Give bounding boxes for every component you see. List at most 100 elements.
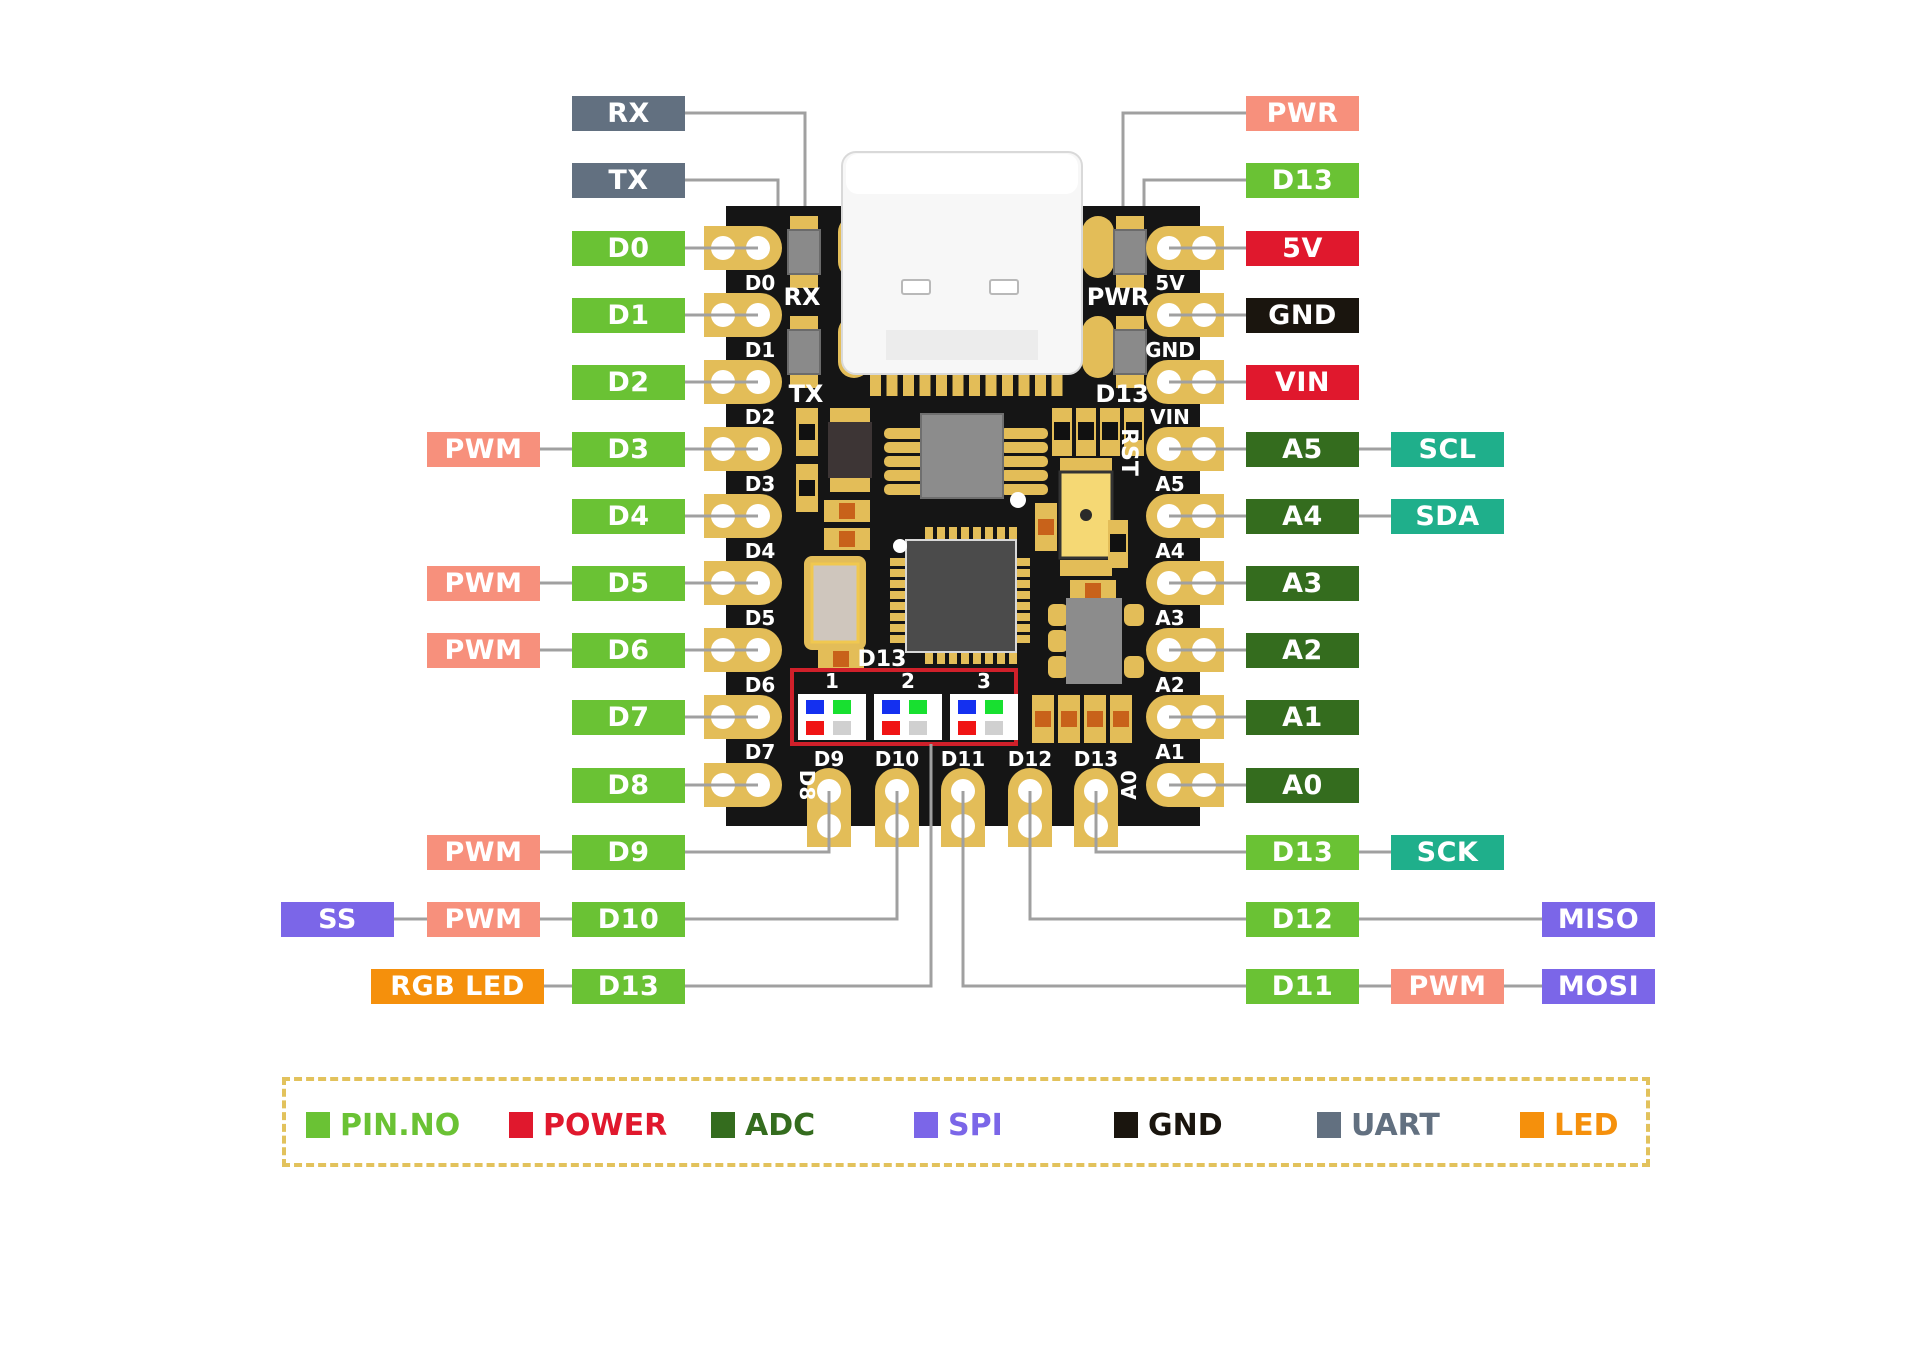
leader-line-d13-sck bbox=[1094, 791, 1246, 854]
legend-item-power: POWER bbox=[509, 1107, 667, 1143]
usb-mount-pad bbox=[1082, 216, 1114, 278]
silkscreen-text: A1 bbox=[1155, 740, 1184, 764]
mcu-pad bbox=[985, 527, 993, 543]
usb-hole bbox=[989, 279, 1019, 295]
pin-label-tx-uart: TX bbox=[572, 163, 685, 198]
rgb-led-red bbox=[882, 721, 900, 735]
capacitor bbox=[1113, 711, 1129, 727]
mcu-pad bbox=[925, 527, 933, 543]
d13-led-small bbox=[1113, 329, 1147, 375]
silkscreen-text: A2 bbox=[1155, 673, 1184, 697]
silkscreen-text: D4 bbox=[745, 539, 776, 563]
pin-label-a5-i2c: SCL bbox=[1391, 432, 1504, 467]
pin-label-a3-adc: A3 bbox=[1246, 566, 1359, 601]
legend-swatch bbox=[914, 1112, 938, 1138]
silkscreen-text: D7 bbox=[745, 740, 776, 764]
rgb-led-white bbox=[985, 721, 1003, 735]
capacitor bbox=[1038, 519, 1054, 535]
pin-label-d2-pin-no: D2 bbox=[572, 365, 685, 400]
pin-label-d0-pin-no: D0 bbox=[572, 231, 685, 266]
mcu-pad bbox=[997, 527, 1005, 543]
rgb-led-green bbox=[985, 700, 1003, 714]
mcu-pad bbox=[1014, 580, 1030, 588]
pin-label-d6-pwm: PWM bbox=[427, 633, 540, 668]
board bbox=[704, 151, 1224, 847]
leader-line-pwr bbox=[1121, 111, 1246, 250]
rgb-led-white bbox=[833, 721, 851, 735]
pin-label-d5-pin-no: D5 bbox=[572, 566, 685, 601]
silkscreen-text: D2 bbox=[745, 405, 776, 429]
rgb-led-red bbox=[806, 721, 824, 735]
legend-swatch bbox=[306, 1112, 330, 1138]
mcu-pad bbox=[1014, 602, 1030, 610]
legend-item-led: LED bbox=[1520, 1107, 1619, 1143]
leader-line-d9 bbox=[685, 791, 831, 854]
capacitor bbox=[1087, 711, 1103, 727]
usb-mount-pad bbox=[1082, 316, 1114, 378]
pin-label-d11-pwm: PWM bbox=[1391, 969, 1504, 1004]
pin-label-d4-pin-no: D4 bbox=[572, 499, 685, 534]
usb-hole bbox=[901, 279, 931, 295]
silkscreen-text: 3 bbox=[977, 669, 991, 693]
pin-label-gnd-gnd: GND bbox=[1246, 298, 1359, 333]
mcu-pad bbox=[1009, 648, 1017, 664]
silkscreen-text: GND bbox=[1145, 338, 1195, 362]
resistor-body bbox=[1054, 422, 1070, 440]
mcu-pad bbox=[1014, 558, 1030, 566]
silkscreen-text: D6 bbox=[745, 673, 776, 697]
sot-pad bbox=[1048, 656, 1068, 678]
silkscreen-text: D0 bbox=[745, 271, 776, 295]
mcu-pad bbox=[997, 648, 1005, 664]
legend-label: GND bbox=[1148, 1107, 1223, 1143]
silkscreen-text: D11 bbox=[941, 747, 985, 771]
mcu-pad bbox=[973, 648, 981, 664]
legend-swatch bbox=[711, 1112, 735, 1138]
mcu-pad bbox=[949, 648, 957, 664]
legend-swatch bbox=[1317, 1112, 1341, 1138]
silkscreen-text: D13 bbox=[1074, 747, 1118, 771]
pin-label-d9-pin-no: D9 bbox=[572, 835, 685, 870]
silkscreen-text: D8 bbox=[795, 770, 819, 801]
rx-led bbox=[787, 229, 821, 275]
pin1-marker bbox=[893, 539, 907, 553]
silkscreen-text: D1 bbox=[745, 338, 776, 362]
silkscreen-text: A5 bbox=[1155, 472, 1184, 496]
sot-pad bbox=[1048, 604, 1068, 626]
diode bbox=[828, 422, 872, 478]
mcu-pad bbox=[890, 580, 906, 588]
resistor-body bbox=[1110, 534, 1126, 552]
silkscreen-text: D10 bbox=[875, 747, 919, 771]
mcu-pad bbox=[973, 527, 981, 543]
pin-label-d9-pwm: PWM bbox=[427, 835, 540, 870]
leader-line-d12 bbox=[1028, 791, 1246, 921]
resistor-body bbox=[1078, 422, 1094, 440]
chip-lead bbox=[1000, 456, 1048, 467]
silkscreen-text: D5 bbox=[745, 606, 776, 630]
mcu-pad bbox=[925, 648, 933, 664]
capacitor bbox=[833, 651, 849, 667]
reset-button-dot bbox=[1080, 509, 1092, 521]
legend-label: PIN.NO bbox=[340, 1107, 461, 1143]
rgb-led-green bbox=[833, 700, 851, 714]
usb-tongue bbox=[886, 330, 1038, 360]
mcu-pad bbox=[1014, 635, 1030, 643]
legend-label: UART bbox=[1351, 1107, 1440, 1143]
pin-label-d1-pin-no: D1 bbox=[572, 298, 685, 333]
pin-label-d13-led-led: RGB LED bbox=[371, 969, 544, 1004]
silkscreen-text: 5V bbox=[1155, 271, 1185, 295]
silkscreen-text: 1 bbox=[825, 669, 839, 693]
pin-label-d10-spi: SS bbox=[281, 902, 394, 937]
sot-regulator bbox=[1066, 598, 1122, 684]
mcu-pad bbox=[961, 648, 969, 664]
tx-led bbox=[787, 329, 821, 375]
leader-lines bbox=[394, 111, 1542, 988]
mcu-pad bbox=[949, 527, 957, 543]
silkscreen-text: A3 bbox=[1155, 606, 1184, 630]
reset-button-pad bbox=[1060, 560, 1112, 576]
sot-pad bbox=[1048, 630, 1068, 652]
pin-label-a0-adc: A0 bbox=[1246, 768, 1359, 803]
legend-item-pin-no: PIN.NO bbox=[306, 1107, 460, 1143]
microcontroller bbox=[905, 539, 1017, 653]
silkscreen-text: RST bbox=[1116, 428, 1141, 476]
